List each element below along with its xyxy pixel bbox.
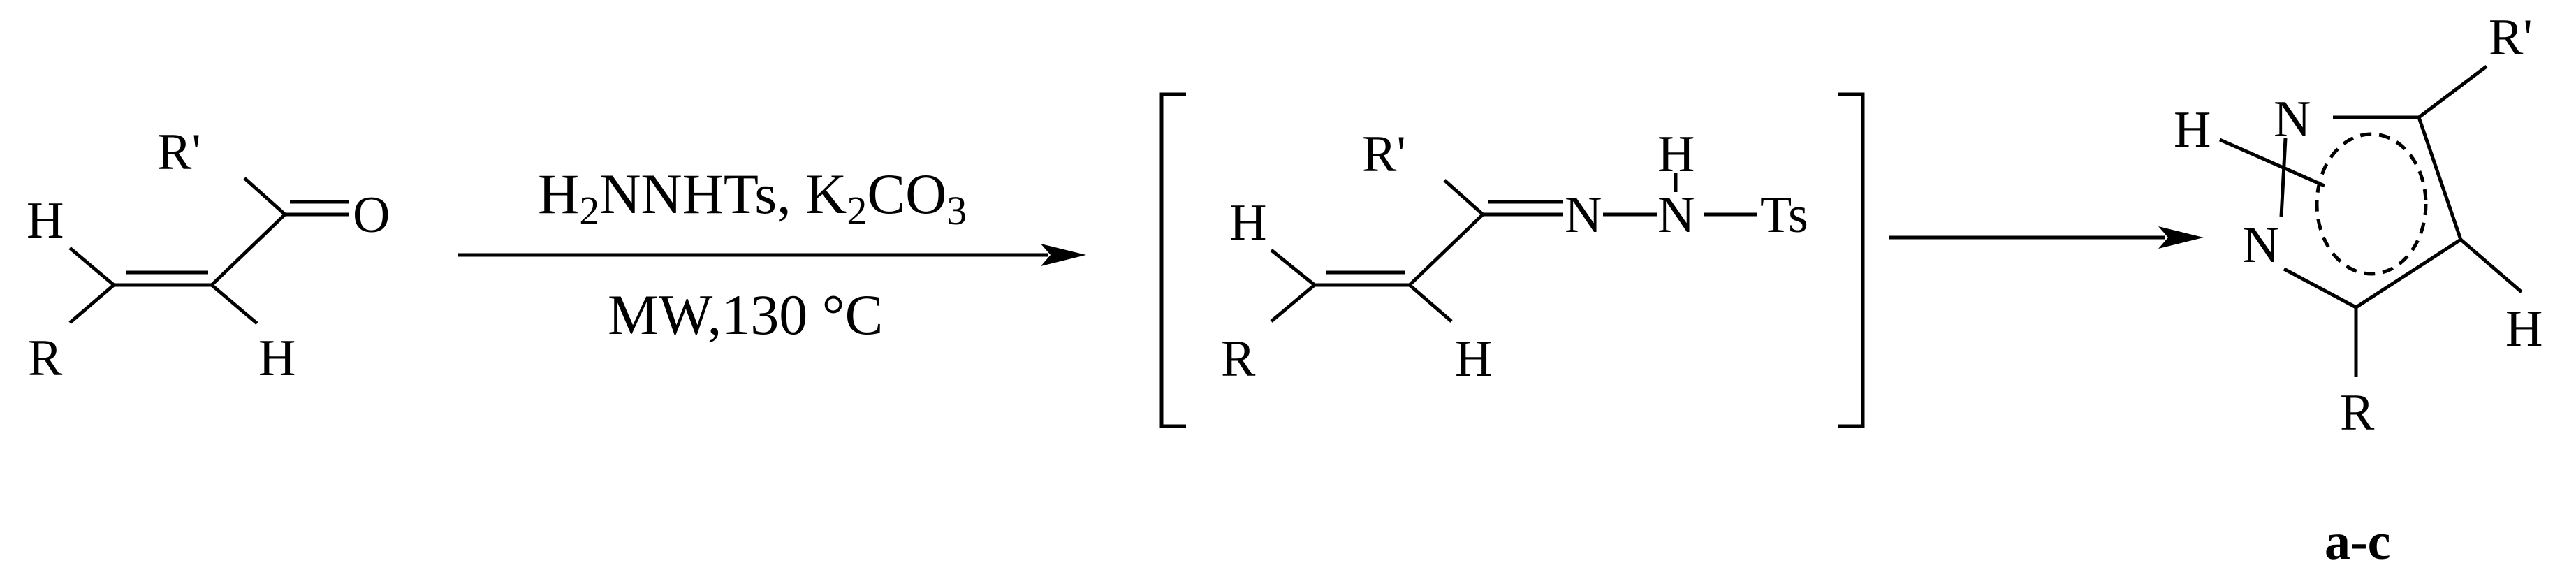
bond-c3-rprime [243, 177, 286, 216]
atom-h-left: H [1229, 194, 1266, 251]
left-bracket [1159, 92, 1186, 428]
reagent-subscript-2: 2 [847, 188, 867, 233]
bond-r-c1 [1270, 284, 1316, 323]
reagent-text: H2NNHTs, K2CO3 [538, 162, 967, 233]
reagent-subscript-1: 2 [579, 188, 599, 233]
bond-h-c1 [1270, 249, 1316, 286]
right-bracket [1838, 92, 1865, 428]
arrow-1-head [1041, 244, 1086, 266]
reaction-arrow-2 [1889, 226, 2204, 249]
atom-rprime: R' [1362, 126, 1406, 183]
atom-n2: N [1657, 187, 1695, 244]
reagent-subscript-3: 3 [946, 188, 967, 233]
atom-n-top: N [2274, 91, 2311, 148]
atom-r: R [28, 330, 63, 387]
product-pyrazole: R' H N N H R a-c [2174, 9, 2542, 570]
ring-bond-n2-n1 [2279, 138, 2288, 217]
atom-r: R [2340, 384, 2375, 441]
atom-nh-h: H [1657, 126, 1695, 183]
reactant-enone: R' O H R H [27, 124, 390, 387]
bond-h-to-n [2218, 138, 2326, 188]
atom-rprime: R' [2489, 9, 2533, 66]
bond-c2-h [210, 284, 258, 325]
ring-bond-c5-c4 [2417, 117, 2463, 240]
atom-h-top: H [27, 192, 64, 249]
atom-h-bottom: H [1455, 330, 1492, 388]
ring-bond-c3-n2 [2283, 267, 2357, 309]
bond-c2-c3 [1408, 213, 1484, 286]
reagent-part-2: NNHTs, K [599, 162, 847, 226]
compound-label: a-c [2325, 513, 2391, 570]
arrow-2-head [2158, 226, 2204, 249]
atom-ts: Ts [1760, 187, 1808, 244]
atom-n1: N [1565, 187, 1602, 244]
conditions-text: MW,130 °C [608, 283, 883, 346]
atom-n-bottom: N [2242, 217, 2279, 274]
atom-h-right: H [2505, 300, 2542, 358]
atom-rprime: R' [157, 124, 201, 181]
ring-bond-c4-c3 [2355, 238, 2462, 309]
bond-c2-h [1408, 284, 1453, 323]
atom-h-bottom: H [258, 330, 295, 387]
aromatic-ring-circle [2315, 132, 2428, 276]
reagent-part-1: H [538, 162, 579, 226]
bond-c4-h [2459, 238, 2523, 293]
bond-c3-rprime [1443, 179, 1484, 216]
bond-r-c1 [68, 284, 115, 324]
bond-h-c1 [68, 247, 115, 286]
atom-h-nh: H [2174, 101, 2211, 159]
reagent-part-3: CO [867, 162, 946, 226]
bond-c2-c3 [210, 213, 286, 286]
atom-oxygen: O [353, 187, 390, 244]
intermediate-hydrazone: R' H R H N H N Ts [1159, 92, 1865, 428]
reaction-arrow-1: H2NNHTs, K2CO3 MW,130 °C [458, 162, 1086, 346]
atom-r: R [1221, 330, 1256, 388]
bond-c5-rprime [2417, 65, 2488, 119]
